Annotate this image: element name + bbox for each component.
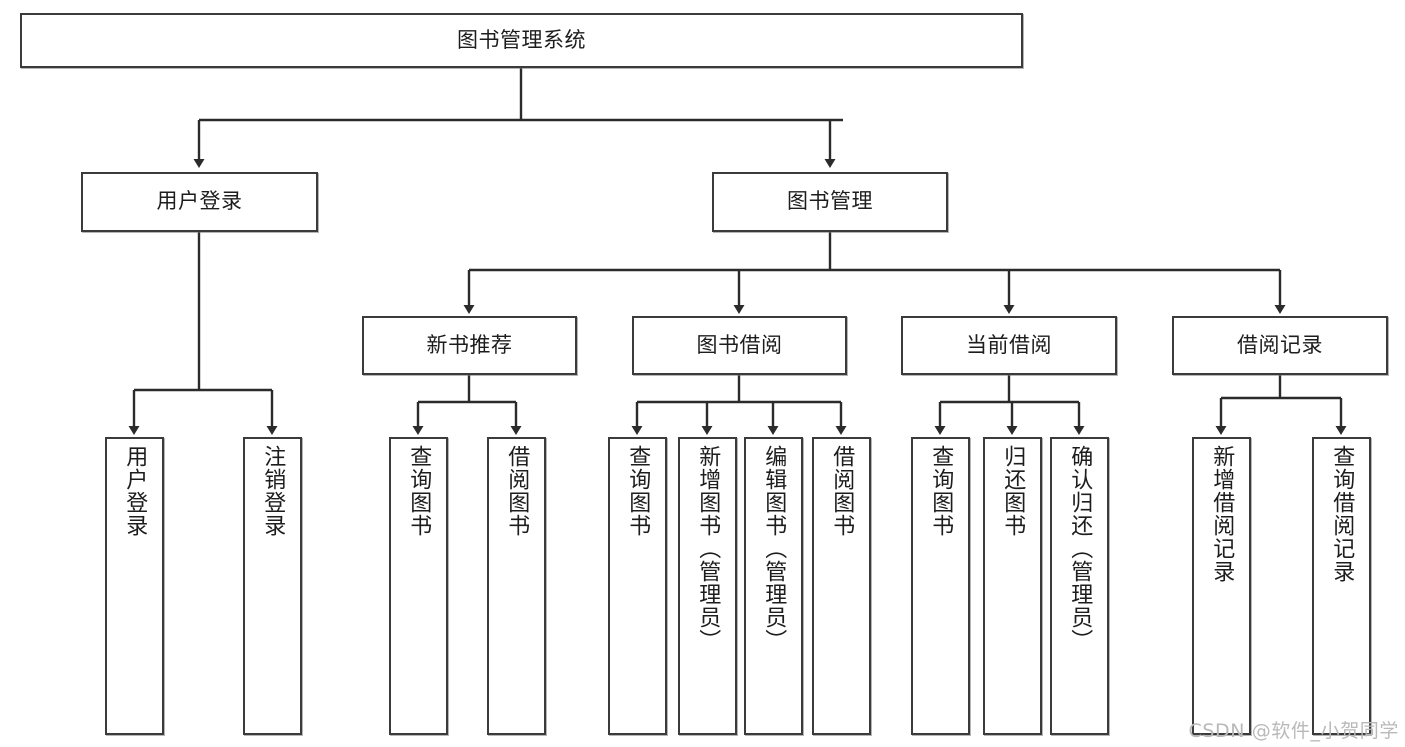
leaf-borrow-book-recommend[interactable]: 借阅图书 xyxy=(487,437,546,735)
node-book-borrow-label: 图书借阅 xyxy=(696,332,783,357)
leaf-edit-book-admin-label: 编辑图书（管理员） xyxy=(761,445,787,652)
leaf-borrow-book[interactable]: 借阅图书 xyxy=(812,437,871,735)
leaf-query-borrow-record-label: 查询借阅记录 xyxy=(1329,445,1355,583)
leaf-return-book[interactable]: 归还图书 xyxy=(983,437,1042,735)
node-borrow-records-label: 借阅记录 xyxy=(1237,332,1323,357)
leaf-borrow-book-recommend-label: 借阅图书 xyxy=(504,445,530,537)
node-user-login-label: 用户登录 xyxy=(156,189,243,214)
leaf-confirm-return-admin-label: 确认归还（管理员） xyxy=(1067,445,1093,652)
leaf-query-book-recommend[interactable]: 查询图书 xyxy=(389,437,448,735)
leaf-user-login-label: 用户登录 xyxy=(122,445,148,537)
leaf-edit-book-admin[interactable]: 编辑图书（管理员） xyxy=(744,437,803,735)
node-root-label: 图书管理系统 xyxy=(457,27,586,52)
leaf-logout[interactable]: 注销登录 xyxy=(243,437,302,735)
node-book-borrow[interactable]: 图书借阅 xyxy=(632,316,847,375)
leaf-confirm-return-admin[interactable]: 确认归还（管理员） xyxy=(1050,437,1109,735)
node-new-book-recommend[interactable]: 新书推荐 xyxy=(362,316,577,375)
node-book-management-label: 图书管理 xyxy=(787,189,873,214)
node-current-borrow[interactable]: 当前借阅 xyxy=(901,316,1117,375)
node-book-management[interactable]: 图书管理 xyxy=(712,172,948,232)
leaf-query-borrow-record[interactable]: 查询借阅记录 xyxy=(1312,437,1371,735)
leaf-query-book-current[interactable]: 查询图书 xyxy=(911,437,970,735)
leaf-add-borrow-record[interactable]: 新增借阅记录 xyxy=(1192,437,1251,735)
leaf-borrow-book-label: 借阅图书 xyxy=(829,445,855,537)
node-new-book-recommend-label: 新书推荐 xyxy=(426,332,513,357)
leaf-add-borrow-record-label: 新增借阅记录 xyxy=(1209,445,1235,583)
leaf-add-book-admin-label: 新增图书（管理员） xyxy=(695,445,721,652)
node-user-login[interactable]: 用户登录 xyxy=(81,172,318,232)
leaf-query-book-current-label: 查询图书 xyxy=(928,445,954,537)
leaf-query-book-borrow[interactable]: 查询图书 xyxy=(608,437,667,735)
leaf-return-book-label: 归还图书 xyxy=(1000,445,1026,537)
leaf-user-login[interactable]: 用户登录 xyxy=(105,437,164,735)
leaf-query-book-borrow-label: 查询图书 xyxy=(625,445,651,537)
leaf-add-book-admin[interactable]: 新增图书（管理员） xyxy=(678,437,737,735)
node-root[interactable]: 图书管理系统 xyxy=(20,13,1023,68)
leaf-query-book-recommend-label: 查询图书 xyxy=(406,445,432,537)
watermark: CSDN @软件_小贺同学 xyxy=(1188,720,1399,742)
node-borrow-records[interactable]: 借阅记录 xyxy=(1172,316,1388,375)
leaf-logout-label: 注销登录 xyxy=(260,445,286,537)
node-current-borrow-label: 当前借阅 xyxy=(966,332,1052,357)
